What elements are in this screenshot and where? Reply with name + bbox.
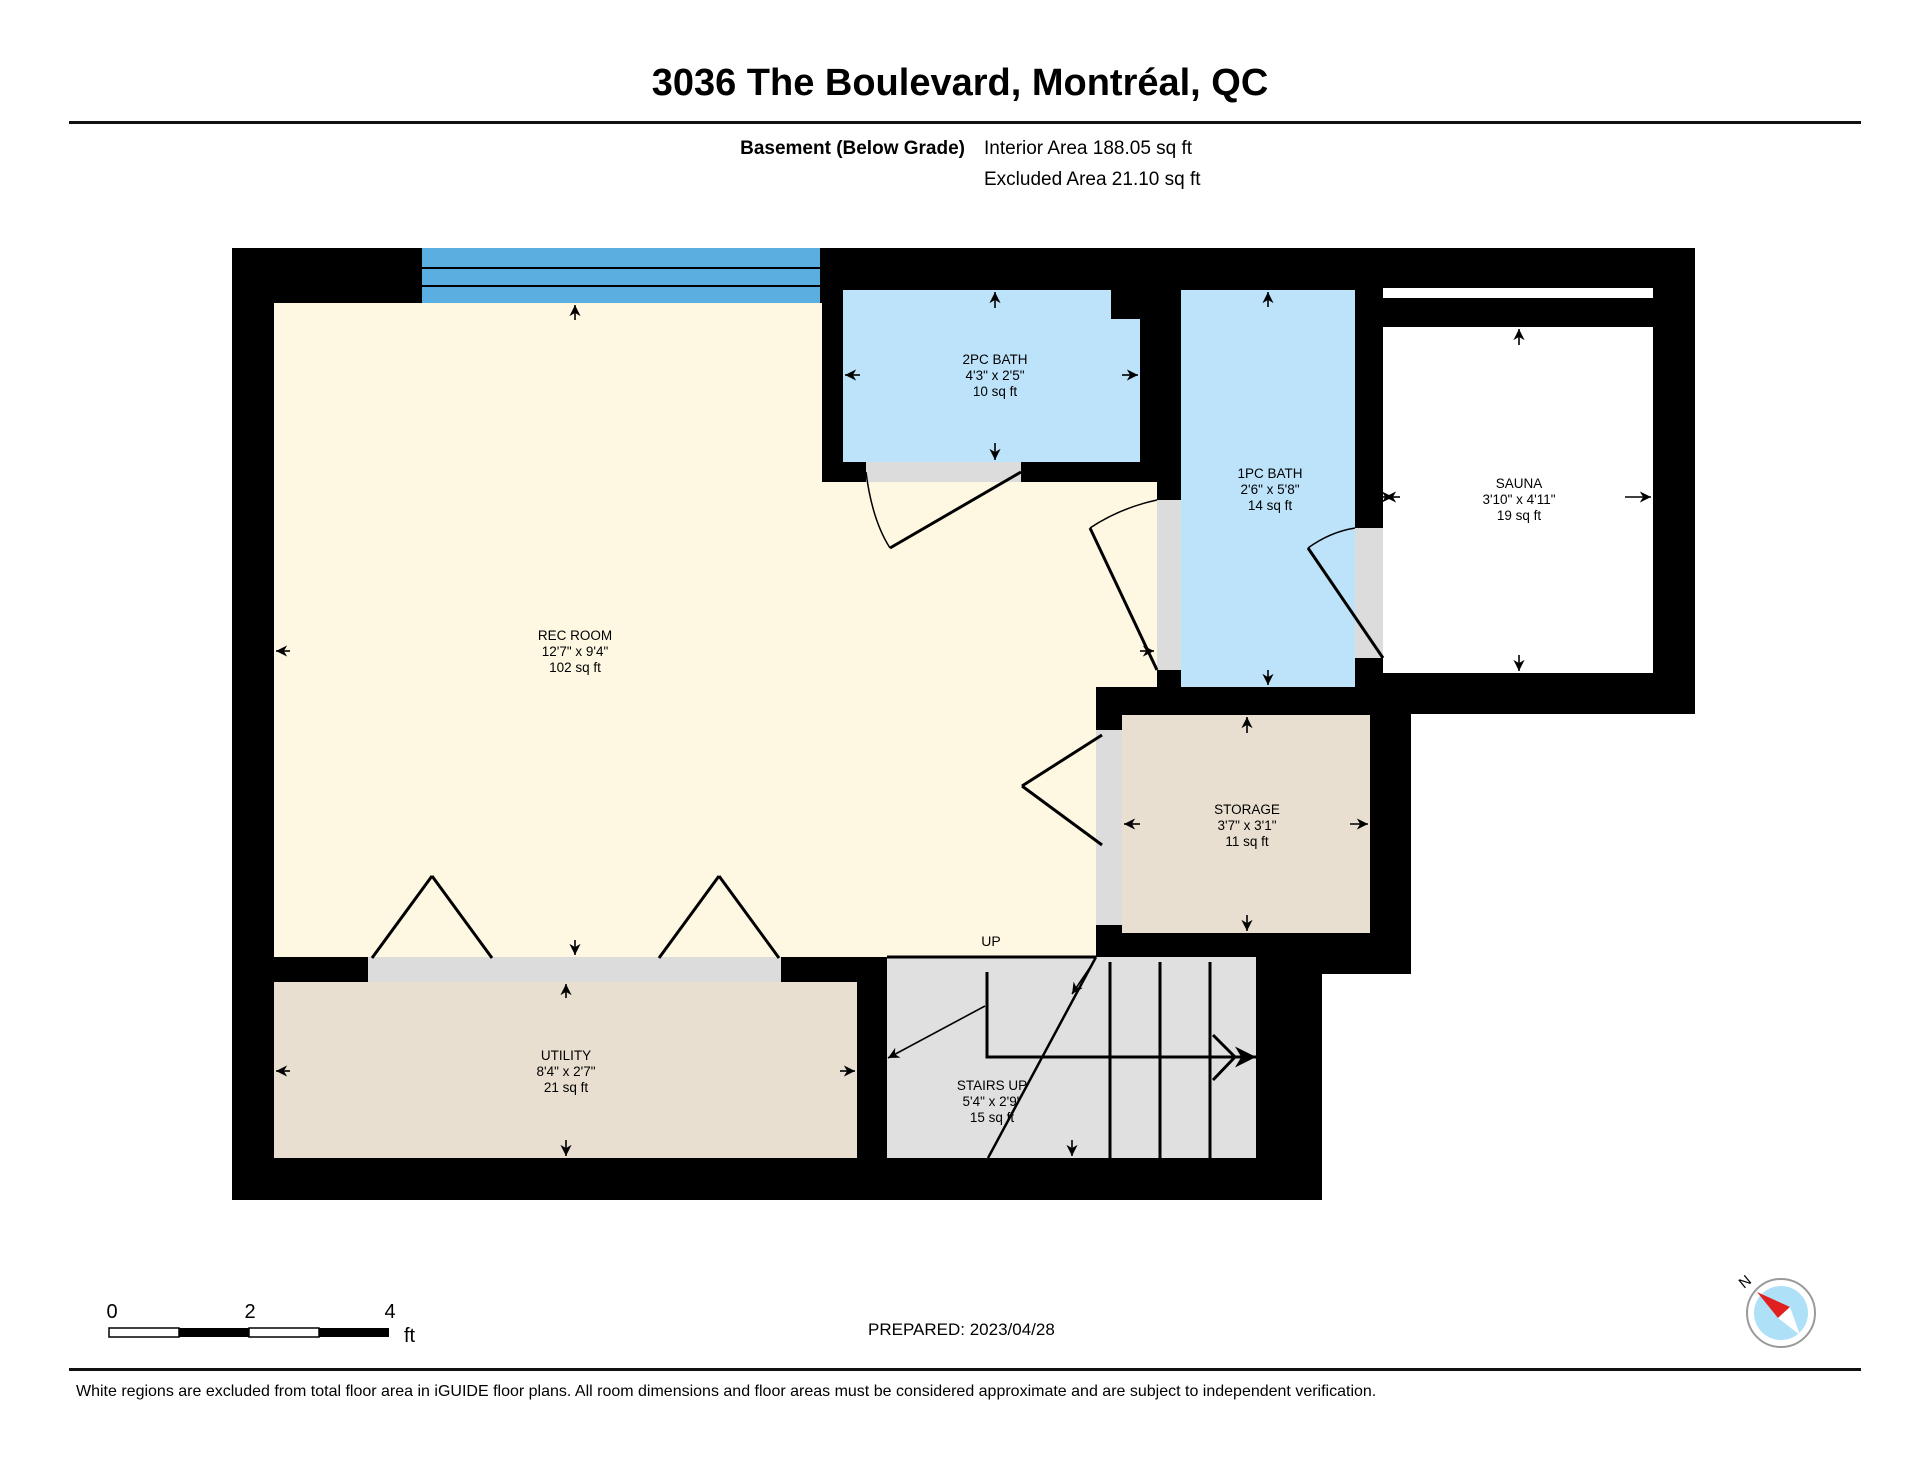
room-label-sauna: SAUNA 3'10" x 4'11" 19 sq ft — [1482, 476, 1555, 523]
svg-text:4'3" x 2'5": 4'3" x 2'5" — [965, 368, 1024, 383]
svg-text:14 sq ft: 14 sq ft — [1248, 498, 1293, 513]
floor-label: Basement (Below Grade) — [740, 138, 965, 159]
room-label-storage: STORAGE 3'7" x 3'1" 11 sq ft — [1214, 802, 1280, 849]
compass-north-label: N — [1736, 1272, 1755, 1292]
svg-text:19 sq ft: 19 sq ft — [1497, 508, 1542, 523]
svg-text:1PC BATH: 1PC BATH — [1237, 466, 1302, 481]
header-divider — [69, 121, 1861, 124]
svg-text:5'4" x 2'9": 5'4" x 2'9" — [962, 1094, 1021, 1109]
compass-icon: N — [1736, 1272, 1816, 1348]
room-storage[interactable] — [1122, 715, 1370, 933]
interior-area: Interior Area 188.05 sq ft — [984, 138, 1193, 159]
svg-text:8'4" x 2'7": 8'4" x 2'7" — [536, 1064, 595, 1079]
door-thresholds — [368, 462, 1383, 982]
scale-bar: 0 2 4 ft — [106, 1301, 415, 1347]
scale-unit: ft — [404, 1325, 416, 1347]
scale-tick-4: 4 — [384, 1301, 395, 1323]
svg-text:10 sq ft: 10 sq ft — [973, 384, 1018, 399]
svg-text:102 sq ft: 102 sq ft — [549, 660, 601, 675]
room-1pc-bath[interactable] — [1181, 290, 1355, 687]
svg-text:STAIRS UP: STAIRS UP — [957, 1078, 1027, 1093]
svg-text:REC ROOM: REC ROOM — [538, 628, 612, 643]
room-label-1pc-bath: 1PC BATH 2'6" x 5'8" 14 sq ft — [1237, 466, 1302, 513]
room-label-utility: UTILITY 8'4" x 2'7" 21 sq ft — [536, 1048, 595, 1095]
room-label-stairs-up: STAIRS UP 5'4" x 2'9" 15 sq ft — [957, 1078, 1027, 1125]
svg-text:UTILITY: UTILITY — [541, 1048, 591, 1063]
svg-text:12'7" x 9'4": 12'7" x 9'4" — [542, 644, 609, 659]
footer-divider — [69, 1368, 1861, 1371]
room-sauna[interactable] — [1383, 288, 1653, 673]
svg-text:STORAGE: STORAGE — [1214, 802, 1280, 817]
room-label-rec-room: REC ROOM 12'7" x 9'4" 102 sq ft — [538, 628, 612, 675]
disclaimer: White regions are excluded from total fl… — [76, 1383, 1377, 1400]
excluded-area: Excluded Area 21.10 sq ft — [984, 169, 1201, 190]
page-title: 3036 The Boulevard, Montréal, QC — [651, 62, 1269, 104]
scale-tick-2: 2 — [244, 1301, 255, 1323]
room-2pc-bath[interactable] — [843, 290, 1140, 462]
svg-text:11 sq ft: 11 sq ft — [1225, 834, 1269, 849]
svg-text:3'7" x 3'1": 3'7" x 3'1" — [1217, 818, 1276, 833]
svg-text:15 sq ft: 15 sq ft — [970, 1110, 1015, 1125]
room-utility[interactable] — [274, 982, 857, 1158]
svg-text:SAUNA: SAUNA — [1496, 476, 1543, 491]
svg-text:21 sq ft: 21 sq ft — [544, 1080, 589, 1095]
svg-text:2PC BATH: 2PC BATH — [962, 352, 1027, 367]
svg-text:3'10" x 4'11": 3'10" x 4'11" — [1482, 492, 1555, 507]
dimension-arrows — [276, 292, 1651, 1156]
window — [422, 248, 820, 303]
room-rec-room[interactable] — [274, 303, 1157, 957]
scale-tick-0: 0 — [106, 1301, 117, 1323]
svg-text:2'6" x 5'8": 2'6" x 5'8" — [1240, 482, 1299, 497]
prepared-date: PREPARED: 2023/04/28 — [868, 1320, 1055, 1339]
room-label-2pc-bath: 2PC BATH 4'3" x 2'5" 10 sq ft — [962, 352, 1027, 399]
stairs-direction-label: UP — [981, 933, 1000, 949]
